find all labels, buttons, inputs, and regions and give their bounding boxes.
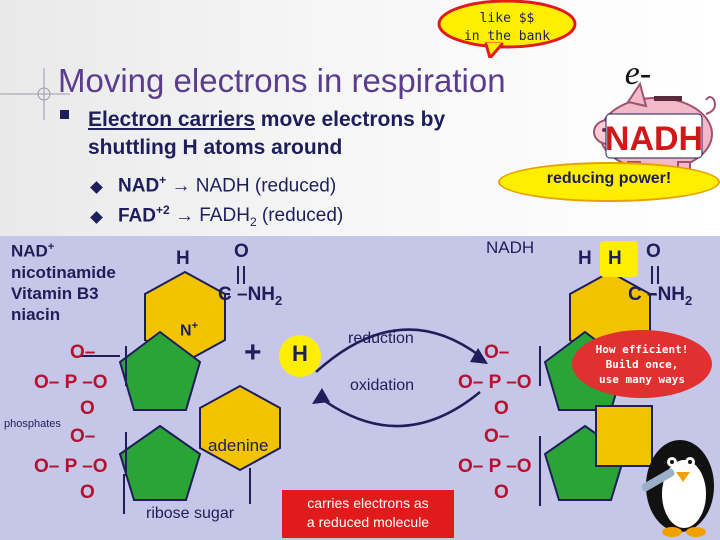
speech-bubble-line1: like $$ bbox=[479, 11, 535, 26]
reducing-power-text: reducing power! bbox=[546, 170, 672, 187]
plus-sign: + bbox=[244, 336, 262, 369]
right-amide-text: C –NH bbox=[628, 284, 686, 305]
left-n-atom: N+ bbox=[180, 320, 198, 340]
left-phosphate2-top: O– bbox=[70, 426, 96, 447]
left-n-sup: + bbox=[191, 320, 198, 332]
right-h-highlight bbox=[600, 241, 638, 277]
nad-label-text: NAD bbox=[11, 241, 48, 261]
fadh-text: FADH bbox=[199, 205, 250, 227]
h-atom-circle bbox=[279, 335, 321, 377]
left-amide-group: C –NH2 bbox=[218, 284, 282, 308]
fadh-sub: 2 bbox=[249, 215, 257, 230]
right-h-atom2: H bbox=[608, 248, 622, 269]
left-amide-sub: 2 bbox=[275, 292, 283, 308]
phosphates-label: phosphates bbox=[4, 418, 61, 430]
efficient-bubble bbox=[572, 330, 712, 398]
piggy-nadh-label: NADH bbox=[605, 120, 703, 158]
nad-info-label: NAD+ nicotinamide Vitamin B3 niacin bbox=[11, 237, 116, 325]
adenine-label: adenine bbox=[208, 436, 269, 455]
bullet-line2: shuttling H atoms around bbox=[88, 136, 343, 159]
fadh2-text: FADH2 (reduced) bbox=[199, 205, 344, 230]
left-ribose-bottom bbox=[118, 424, 202, 501]
main-bullet: Electron carriers move electrons by shut… bbox=[88, 106, 558, 162]
efficient-line3: use many ways bbox=[598, 373, 686, 386]
fadh-reduced-text: (reduced) bbox=[256, 205, 344, 227]
fad-text: FAD bbox=[118, 205, 156, 227]
nad-label: NAD+ bbox=[11, 237, 116, 262]
bullet-line1: move electrons by bbox=[254, 108, 446, 131]
right-phosphate1-top: O– bbox=[484, 342, 510, 363]
right-phosphate2-mid: O– P –O bbox=[458, 456, 532, 477]
sub-bullet-nad: NAD+ → NADH (reduced) bbox=[118, 173, 336, 197]
right-phosphate2-bottom: O bbox=[494, 482, 509, 503]
right-adenine-ring bbox=[595, 405, 653, 467]
left-n-text: N bbox=[180, 322, 192, 340]
arrow-icon: → bbox=[169, 205, 200, 227]
nadh-reduced-text: NADH (reduced) bbox=[195, 175, 337, 197]
ribose-sugar-label: ribose sugar bbox=[146, 505, 235, 522]
oxidation-label: oxidation bbox=[350, 377, 415, 394]
left-o-atom: O bbox=[234, 241, 249, 262]
left-phosphate2-bottom: O bbox=[80, 482, 95, 503]
electron-badge: e- bbox=[625, 55, 651, 92]
vitamin-b3-label: Vitamin B3 bbox=[11, 283, 99, 303]
right-amide-group: C –NH2 bbox=[628, 284, 692, 308]
bullet-underlined-term: Electron carriers bbox=[88, 108, 255, 131]
speech-bubble-line2: in the bank bbox=[463, 29, 551, 44]
carries-electrons-box bbox=[282, 490, 454, 538]
nad-label-sup: + bbox=[47, 241, 55, 253]
sub-bullet-fad: FAD+2 → FADH2 (reduced) bbox=[118, 203, 343, 229]
right-o-atom: O bbox=[646, 241, 661, 262]
speech-bubble bbox=[437, 0, 577, 58]
adenine-ring bbox=[199, 384, 281, 472]
piggy-bank-icon: NADH e- bbox=[593, 55, 716, 172]
penguin-icon bbox=[641, 440, 714, 537]
bullet-square-icon bbox=[60, 110, 69, 119]
reducing-power-bubble bbox=[498, 162, 720, 202]
fad-sup: +2 bbox=[156, 203, 170, 217]
efficient-bubble-text: How efficient! Build once, use many ways bbox=[578, 342, 706, 387]
page-title: Moving electrons in respiration bbox=[58, 62, 506, 99]
h-atom-label: H bbox=[292, 341, 308, 366]
reduction-label: reduction bbox=[348, 330, 414, 347]
niacin-label: niacin bbox=[11, 304, 61, 324]
carries-electrons-text: carries electrons as a reduced molecule bbox=[282, 494, 454, 532]
right-phosphate1-bottom: O bbox=[494, 398, 509, 419]
left-phosphate1-mid: O– P –O bbox=[34, 372, 108, 393]
crosshair-decoration bbox=[0, 68, 70, 120]
speech-bubble-text: like $$ in the bank bbox=[436, 10, 578, 46]
right-amide-sub: 2 bbox=[685, 292, 693, 308]
carries-line1: carries electrons as bbox=[307, 495, 429, 511]
left-phosphate1-top: O– bbox=[70, 342, 96, 363]
arrow-icon: → bbox=[166, 175, 196, 197]
left-amide-text: C –NH bbox=[218, 284, 276, 305]
right-h-atom1: H bbox=[578, 248, 592, 269]
efficient-line1: How efficient! bbox=[595, 343, 689, 356]
right-phosphate1-mid: O– P –O bbox=[458, 372, 532, 393]
nad-sup: + bbox=[159, 173, 167, 187]
nad-text: NAD bbox=[118, 175, 160, 197]
left-phosphate1-bottom: O bbox=[80, 398, 95, 419]
right-phosphate2-top: O– bbox=[484, 426, 510, 447]
left-h-atom: H bbox=[176, 248, 190, 269]
carries-line2: a reduced molecule bbox=[306, 514, 430, 530]
right-nadh-label: NADH bbox=[486, 238, 535, 257]
left-phosphate2-mid: O– P –O bbox=[34, 456, 108, 477]
nicotinamide-label: nicotinamide bbox=[11, 262, 116, 282]
efficient-line2: Build once, bbox=[605, 358, 679, 371]
